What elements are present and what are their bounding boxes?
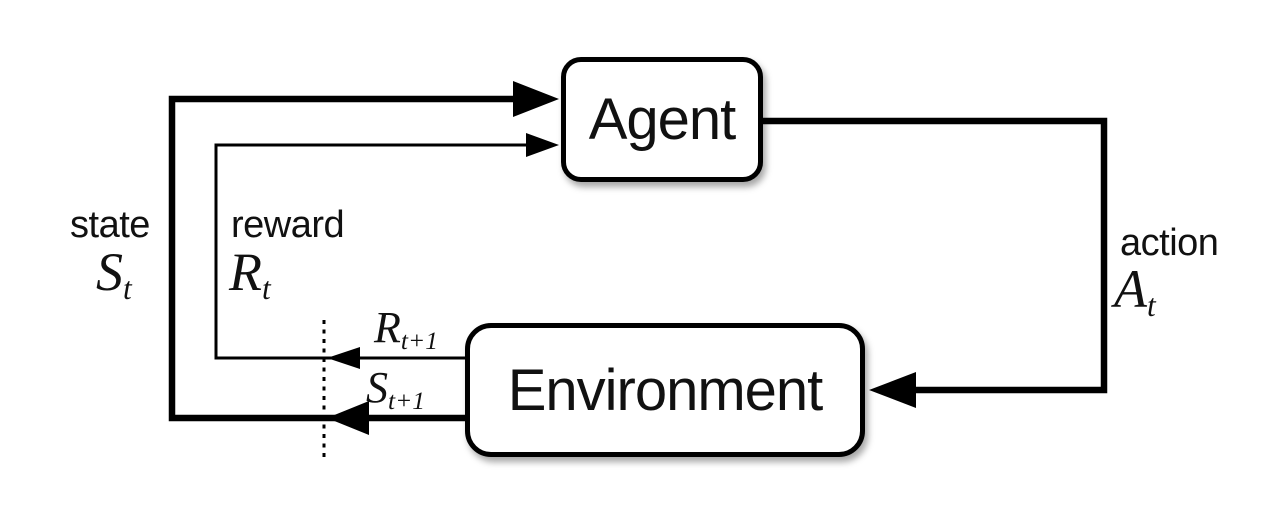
next-state-symbol-subscript: t+1 — [388, 386, 426, 416]
state-symbol-subscript: t — [123, 270, 132, 306]
state-line — [168, 95, 548, 422]
action-symbol-main: A — [1114, 259, 1147, 319]
next-state-symbol-label: St+1 — [366, 366, 425, 414]
reward-arrow-path — [214, 133, 559, 369]
action-symbol-subscript: t — [1147, 287, 1156, 323]
action-symbol-label: At — [1114, 262, 1156, 321]
state-arrowhead-into-agent — [513, 81, 559, 117]
environment-node: Environment — [465, 323, 865, 457]
action-line — [763, 117, 1108, 394]
reward-symbol-label: Rt — [229, 245, 271, 304]
agent-node: Agent — [561, 57, 763, 182]
action-arrowhead-into-environment — [869, 372, 916, 408]
state-symbol-label: St — [96, 245, 132, 304]
state-word-label: state — [70, 204, 150, 246]
next-state-arrowhead-at-boundary — [327, 401, 369, 435]
next-reward-symbol-subscript: t+1 — [400, 326, 438, 356]
reward-word-label: reward — [231, 204, 345, 246]
next-reward-symbol-main: R — [374, 303, 401, 352]
next-reward-arrowhead-at-boundary — [327, 347, 360, 369]
reward-symbol-subscript: t — [262, 270, 271, 306]
action-arrow-path — [763, 117, 1108, 408]
reward-arrowhead-into-agent — [526, 133, 559, 157]
next-state-symbol-main: S — [366, 363, 388, 412]
next-reward-symbol-label: Rt+1 — [374, 306, 438, 354]
environment-node-label: Environment — [507, 357, 824, 423]
reward-symbol-main: R — [229, 242, 262, 302]
state-symbol-main: S — [96, 242, 123, 302]
agent-node-label: Agent — [588, 87, 737, 152]
action-word-label: action — [1120, 222, 1219, 264]
state-arrow-path — [168, 81, 559, 435]
